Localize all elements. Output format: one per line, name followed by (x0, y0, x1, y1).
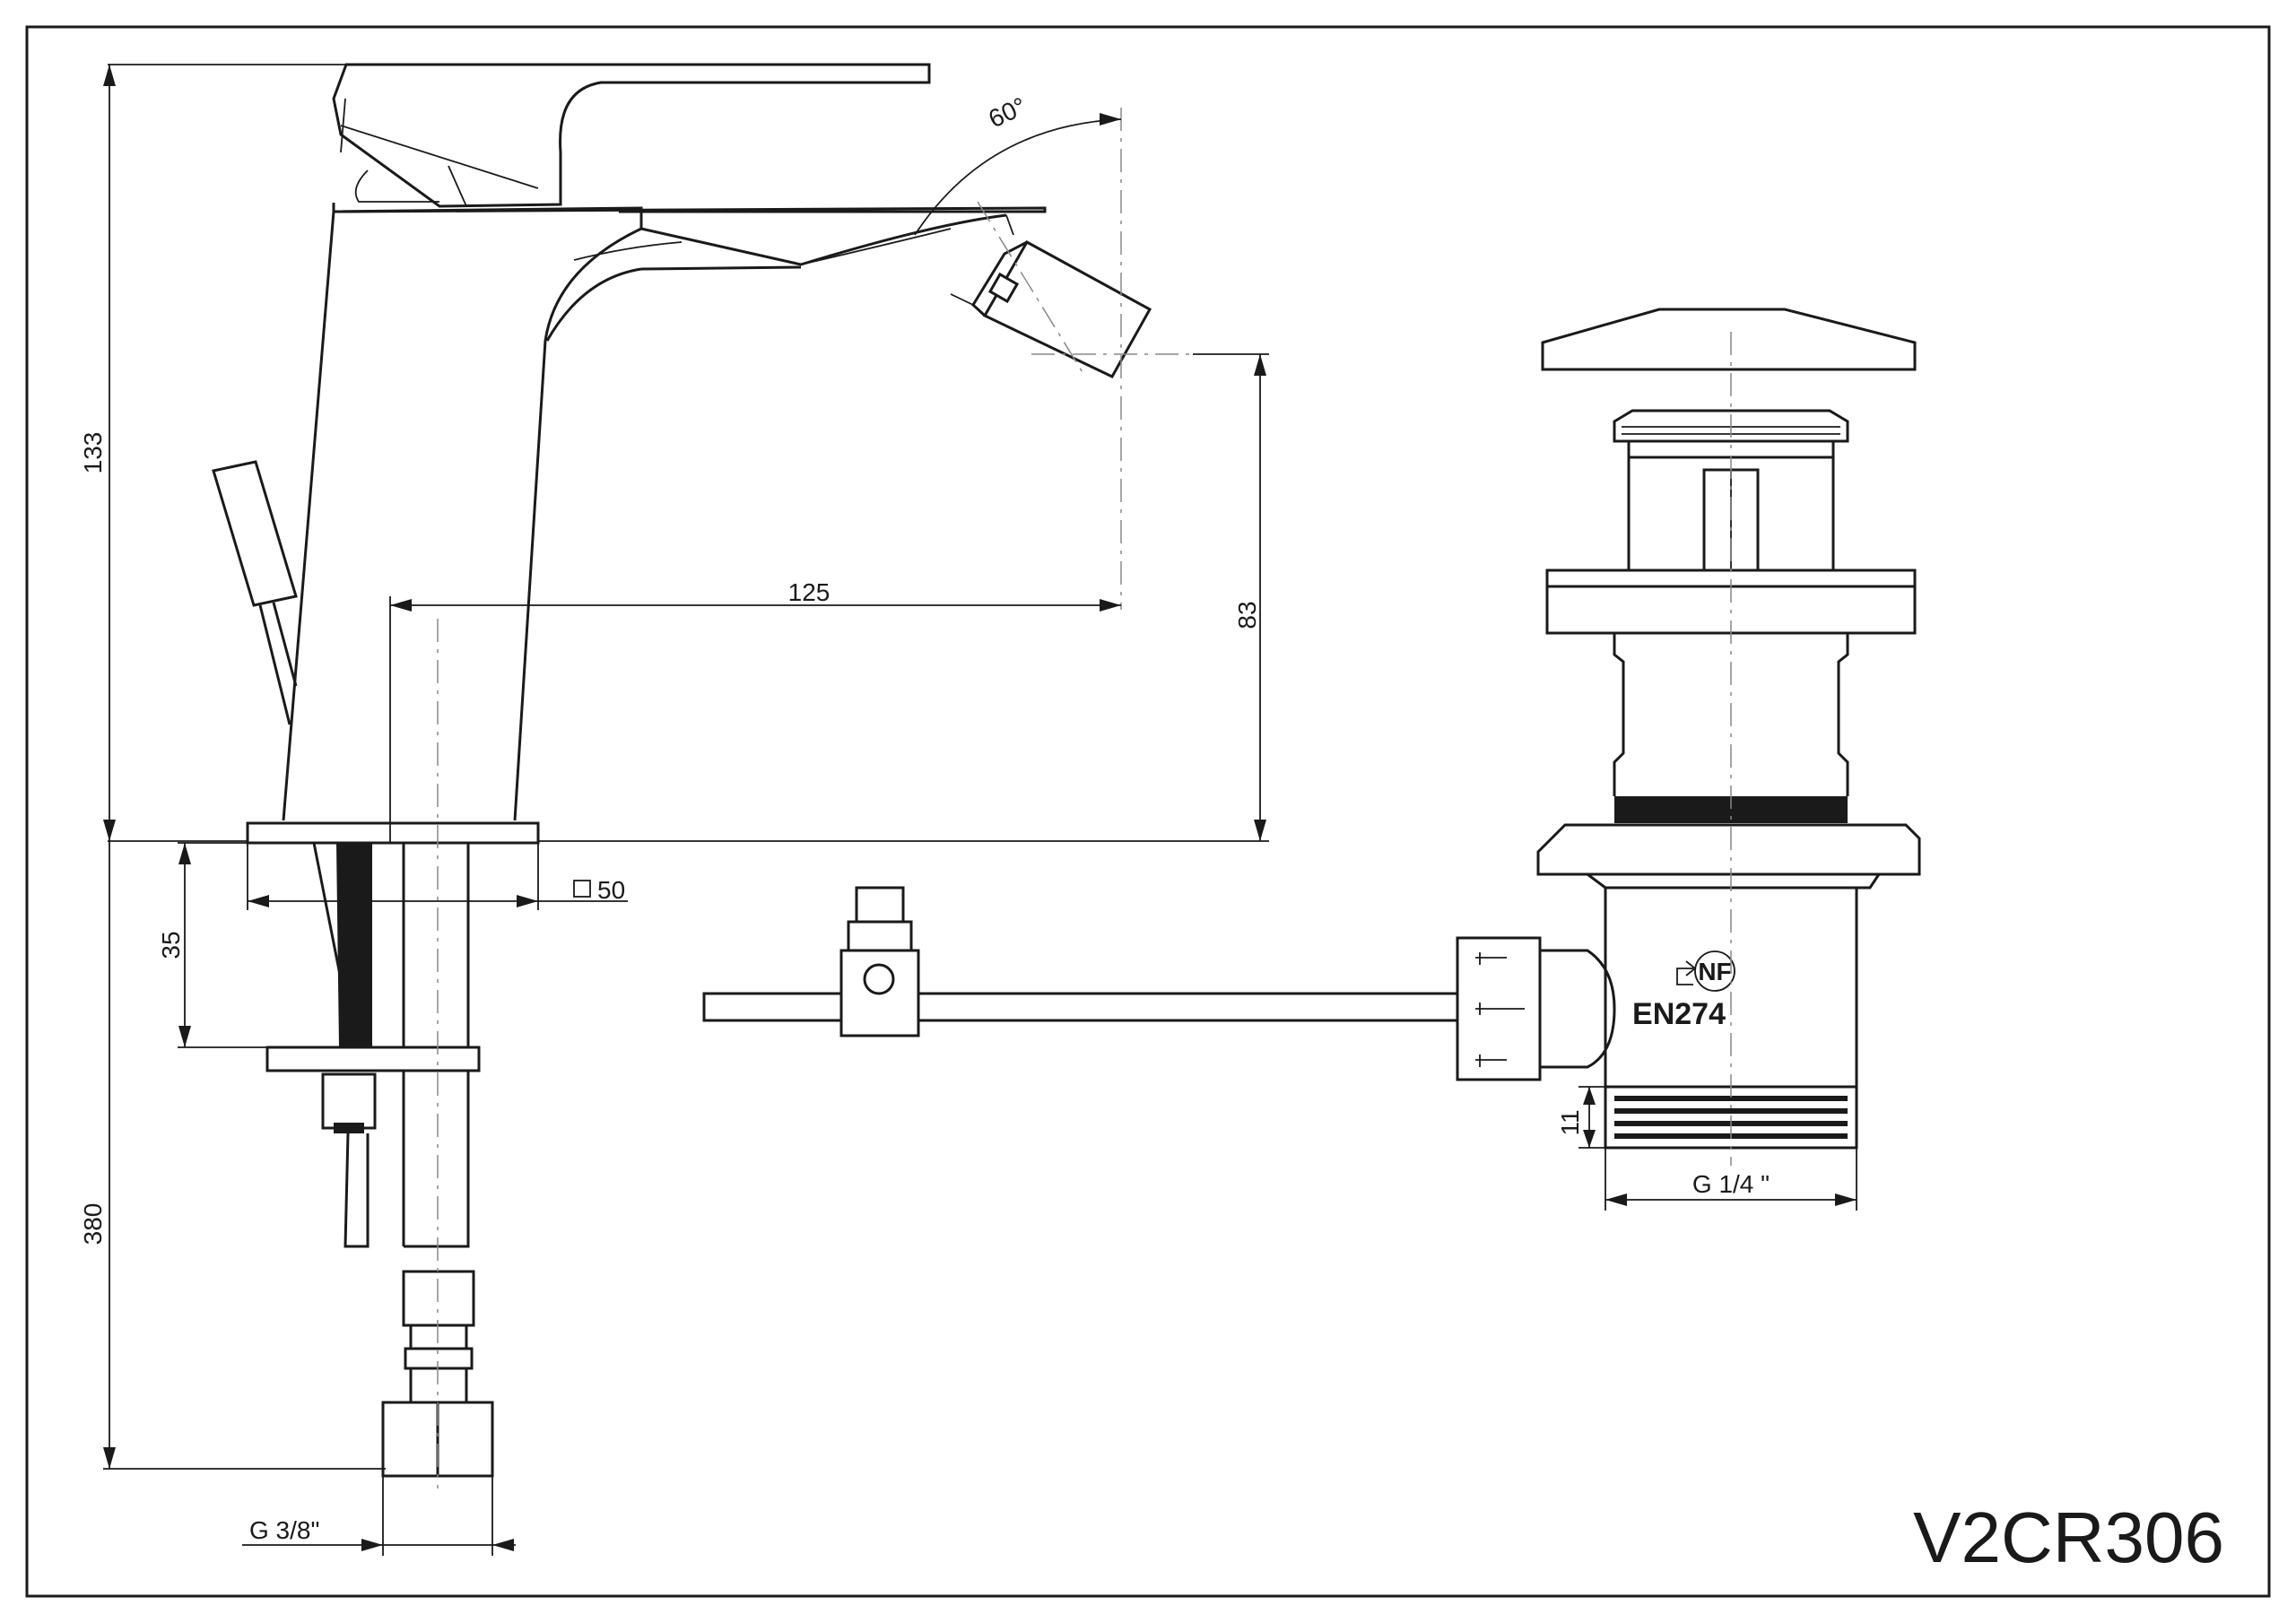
waste-body (1536, 409, 1921, 1150)
dimension-11: 11 (1556, 1086, 1605, 1149)
recycle-icon (1676, 960, 1697, 985)
waste-marking: EN274 NF (1632, 950, 1735, 1031)
dimension-g14: G 1/4 " (1605, 1148, 1857, 1211)
dim-angle-label: 60° (984, 91, 1030, 133)
dim-11-label: 11 (1556, 1109, 1584, 1135)
dim-50-label: 50 (597, 876, 625, 904)
dim-35-label: 35 (157, 931, 185, 959)
dim-125-label: 125 (788, 578, 831, 606)
en274-label: EN274 (1632, 997, 1726, 1031)
mixer-centreline (437, 108, 1193, 1488)
dim-g14-label: G 1/4 " (1692, 1170, 1770, 1198)
mixer-body (212, 63, 1152, 845)
drawing-frame (25, 25, 2271, 1598)
dimension-60deg: 60° (914, 91, 1122, 236)
mixer-fixing (265, 842, 494, 1478)
dimension-g38: G 3/8" (242, 1476, 516, 1556)
dim-380-label: 380 (79, 1203, 107, 1245)
dimension-125: 125 (389, 578, 1121, 843)
dim-83-label: 83 (1233, 601, 1261, 629)
dimension-50: 50 (247, 843, 628, 910)
product-code: V2CR306 (1913, 1497, 2224, 1577)
dim-g38-label: G 3/8" (249, 1516, 319, 1544)
dimension-380: 380 (79, 841, 386, 1470)
nf-logo-label: NF (1698, 958, 1731, 985)
nf-logo (1694, 950, 1735, 992)
dimension-35: 35 (157, 842, 267, 1048)
waste-plug-cap (1541, 308, 1917, 371)
waste-pop-up-rod (702, 886, 1616, 1081)
dimension-133: 133 (79, 64, 346, 842)
dim-133-label: 133 (79, 432, 107, 474)
dimension-83: 83 (538, 353, 1269, 842)
